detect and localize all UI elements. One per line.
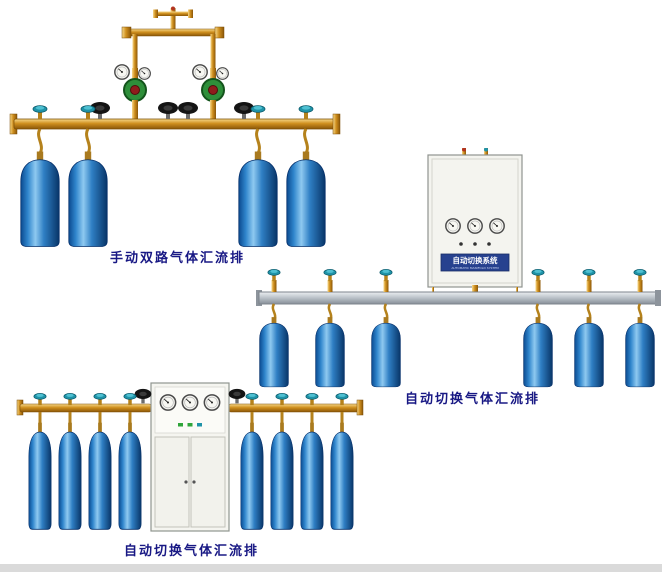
pigtail-connectors — [37, 128, 309, 154]
product-figure-auto-switch-wall: 自动切换系统 AUTOMATIC MANIFOLD SYSTEM — [256, 148, 661, 388]
cabinet-top-valve-icon — [462, 148, 466, 152]
gas-cylinder — [371, 316, 401, 388]
teal-valve-icon — [123, 392, 137, 406]
gas-cylinder — [118, 422, 142, 530]
manifold-pipes — [16, 399, 364, 416]
handwheel-valve-icon — [134, 388, 152, 404]
gas-cylinder — [270, 422, 294, 530]
gas-cylinder — [625, 316, 655, 388]
pressure-regulator-right — [192, 64, 229, 120]
pressure-gauge-icon — [159, 394, 177, 411]
cabinet-top-valve-icon — [484, 148, 488, 152]
pressure-regulator-left — [114, 64, 151, 120]
pressure-gauge-icon — [114, 64, 130, 80]
indicator-light — [178, 423, 183, 427]
pressure-gauge-icon — [192, 64, 208, 80]
caption-auto-switch-floor: 自动切换气体汇流排 — [124, 544, 260, 559]
control-cabinet — [150, 382, 230, 532]
teal-valve-icon — [33, 392, 47, 406]
indicator-light — [487, 242, 491, 246]
cabinet-door-right — [190, 436, 226, 528]
indicator-light — [197, 423, 202, 427]
teal-valve-icon — [32, 105, 48, 120]
indicator-light — [473, 242, 477, 246]
pressure-gauge-icon — [445, 218, 461, 234]
cylinder-drop-pipes — [38, 412, 344, 423]
control-cabinet: 自动切换系统 AUTOMATIC MANIFOLD SYSTEM — [427, 148, 523, 293]
teal-valve-icon — [305, 392, 319, 406]
teal-valve-icon — [63, 392, 77, 406]
teal-valve-icon — [80, 105, 96, 120]
station-valves — [267, 268, 647, 292]
teal-valve-icon — [531, 268, 545, 282]
pressure-gauge-icon — [467, 218, 483, 234]
gas-cylinder — [68, 151, 108, 247]
indicator-light — [187, 423, 193, 427]
product-figure-auto-switch-floor — [16, 382, 364, 532]
gas-cylinder — [28, 422, 52, 530]
handwheel-valve-icon — [158, 102, 178, 119]
page-bottom-divider — [0, 564, 662, 572]
cabinet-nameplate-text: 自动切换系统 — [453, 255, 498, 265]
pressure-gauge-icon — [181, 394, 199, 411]
handwheel-valve-icon — [228, 388, 246, 404]
pressure-gauge-icon — [138, 67, 151, 80]
top-valve-knob — [171, 6, 175, 11]
pressure-gauge-icon — [203, 394, 221, 411]
gas-cylinder — [330, 422, 354, 530]
gas-cylinder — [240, 422, 264, 530]
teal-valve-icon — [323, 268, 337, 282]
teal-valve-icon — [267, 268, 281, 282]
teal-valve-icon — [245, 392, 259, 406]
teal-valve-icon — [335, 392, 349, 406]
teal-valve-icon — [379, 268, 393, 282]
caption-manual-dual-manifold: 手动双路气体汇流排 — [110, 251, 246, 266]
handwheel-valve-icon — [178, 102, 198, 119]
top-header-pipe — [121, 6, 225, 72]
handwheel-valve-icon — [234, 102, 254, 119]
hand-valves — [90, 102, 254, 119]
door-handle — [184, 480, 188, 484]
cabinet-nameplate-subtext: AUTOMATIC MANIFOLD SYSTEM — [451, 266, 499, 270]
manifold-rail — [256, 290, 661, 306]
cabinet-door-left — [154, 436, 190, 528]
product-figure-manual-dual-manifold — [9, 6, 341, 247]
teal-valve-icon — [633, 268, 647, 282]
gas-cylinder — [20, 151, 60, 247]
caption-auto-switch-wall: 自动切换气体汇流排 — [405, 392, 541, 407]
gas-cylinder — [58, 422, 82, 530]
indicator-light — [459, 242, 463, 246]
cabinet-nameplate — [440, 253, 510, 272]
teal-valve-icon — [93, 392, 107, 406]
teal-valve-icon — [250, 105, 266, 120]
main-manifold-pipe — [9, 113, 341, 135]
gas-cylinder — [300, 422, 324, 530]
teal-valve-icon — [275, 392, 289, 406]
gas-cylinder — [88, 422, 112, 530]
gas-cylinder — [523, 316, 553, 388]
door-handle — [192, 480, 196, 484]
teal-valve-icon — [298, 105, 314, 120]
gas-cylinder — [574, 316, 604, 388]
teal-valve-icon — [582, 268, 596, 282]
pressure-gauge-icon — [216, 67, 229, 80]
pressure-gauge-icon — [489, 218, 505, 234]
